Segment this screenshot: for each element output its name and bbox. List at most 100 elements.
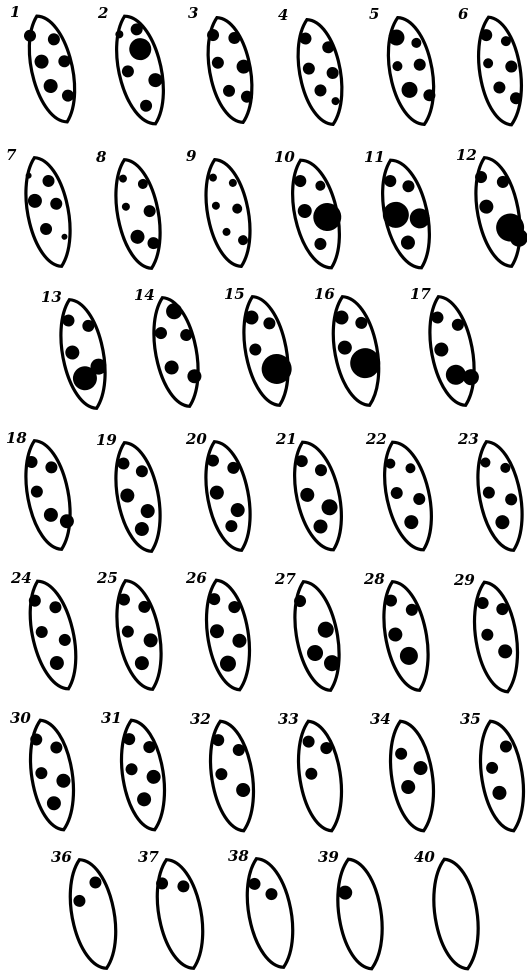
elytron-outline xyxy=(282,436,354,555)
elytron-figure-12: 12 xyxy=(456,146,527,271)
elytron-figure-19: 19 xyxy=(96,431,171,556)
figure-number: 24 xyxy=(10,569,32,587)
elytron-outline xyxy=(465,153,527,272)
elytron-figure-24: 24 xyxy=(10,569,88,694)
figure-number: 36 xyxy=(51,848,72,866)
elytron-outline xyxy=(105,155,172,274)
elytron-outline xyxy=(59,855,127,971)
elytron-figure-31: 31 xyxy=(101,709,175,834)
elytron-outline xyxy=(372,436,444,555)
figure-number: 23 xyxy=(457,430,479,448)
figure-number: 5 xyxy=(369,5,379,23)
elytron-figure-11: 11 xyxy=(364,148,443,274)
figure-number: 21 xyxy=(275,430,297,448)
elytron-figure-6: 6 xyxy=(458,5,527,129)
figure-number: 32 xyxy=(190,710,211,728)
elytron-figure-17: 17 xyxy=(410,285,485,410)
figure-number: 28 xyxy=(363,570,385,588)
elytron-outline xyxy=(195,437,262,556)
elytron-figure-2: 2 xyxy=(97,4,176,130)
elytron-outline xyxy=(373,577,440,696)
figure-number: 38 xyxy=(228,847,249,865)
elytron-outline xyxy=(106,576,173,695)
elytron-figure-35: 35 xyxy=(460,710,527,835)
figure-number: 27 xyxy=(274,570,296,588)
figure-number: 30 xyxy=(10,709,31,727)
elytron-outline xyxy=(328,855,393,971)
figure-number: 17 xyxy=(410,285,431,303)
elytron-figure-40: 40 xyxy=(414,848,488,971)
elytron-figure-27: 27 xyxy=(274,570,350,695)
figure-number: 3 xyxy=(188,4,198,22)
elytron-outline xyxy=(105,438,172,557)
elytron-outline xyxy=(419,292,486,411)
figure-number: 20 xyxy=(185,430,207,448)
elytron-outline xyxy=(200,717,263,835)
figure-number: 37 xyxy=(138,848,159,866)
elytron-figure-32: 32 xyxy=(190,710,264,835)
elytron-outline xyxy=(284,577,351,696)
elytron-outline xyxy=(287,15,353,130)
figure-number: 25 xyxy=(96,569,118,587)
elytron-figure-13: 13 xyxy=(41,288,116,413)
elytron-figure-30: 30 xyxy=(10,709,84,834)
elytron-outline xyxy=(146,855,214,971)
figure-number: 2 xyxy=(97,4,108,22)
elytron-figure-22: 22 xyxy=(365,430,444,556)
elytron-figure-8: 8 xyxy=(96,148,171,273)
elytron-outline xyxy=(20,716,83,834)
elytron-outline xyxy=(15,436,82,555)
figure-number: 11 xyxy=(364,148,385,166)
elytron-figure-33: 33 xyxy=(278,710,352,835)
elytron-figure-23: 23 xyxy=(457,430,527,555)
elytron-figure-3: 3 xyxy=(188,4,263,127)
figure-number: 9 xyxy=(186,147,197,165)
elytron-outline xyxy=(467,437,527,556)
figure-number: 35 xyxy=(460,710,481,728)
elytron-outline xyxy=(195,155,261,272)
figure-number: 8 xyxy=(96,148,107,166)
elytron-figure-18: 18 xyxy=(6,429,81,554)
elytron-figure-25: 25 xyxy=(96,569,172,694)
figure-number: 14 xyxy=(134,286,155,304)
figure-number: 31 xyxy=(101,709,122,727)
elytron-outline xyxy=(377,12,445,129)
figure-number: 7 xyxy=(6,146,17,164)
elytron-figure-26: 26 xyxy=(185,569,260,694)
figure-number: 29 xyxy=(453,571,475,589)
elytron-outline xyxy=(111,716,174,834)
figure-number: 13 xyxy=(41,288,62,306)
elytron-outline xyxy=(464,578,527,696)
figure-number: 6 xyxy=(458,5,469,23)
elytron-outline xyxy=(236,854,304,971)
figure-number: 34 xyxy=(370,710,391,728)
elytron-figure-37: 37 xyxy=(138,848,214,971)
figure-number: 15 xyxy=(224,285,245,303)
elytron-outline xyxy=(469,13,527,129)
elytron-figure-15: 15 xyxy=(224,285,300,410)
elytron-outline xyxy=(18,576,88,695)
elytron-figure-34: 34 xyxy=(370,710,444,835)
elytron-outline xyxy=(470,717,527,835)
elytron-outline xyxy=(233,292,300,411)
elytron-figure-5: 5 xyxy=(369,5,445,130)
figure-number: 22 xyxy=(365,430,387,448)
elytron-outline xyxy=(197,13,263,128)
figure-number: 10 xyxy=(274,148,295,166)
elytron-outline xyxy=(15,153,82,272)
figure-number: 4 xyxy=(278,6,288,24)
elytron-figure-29: 29 xyxy=(453,571,527,696)
elytron-figure-38: 38 xyxy=(228,847,304,971)
figure-number: 26 xyxy=(185,569,207,587)
elytron-outline xyxy=(196,576,259,694)
elytron-figure-20: 20 xyxy=(185,430,261,555)
elytron-outline xyxy=(424,855,489,971)
elytron-figure-16: 16 xyxy=(314,285,390,410)
elytron-figure-28: 28 xyxy=(363,570,439,695)
elytron-figure-4: 4 xyxy=(278,6,353,129)
elytron-figure-9: 9 xyxy=(186,147,261,271)
elytron-figure-10: 10 xyxy=(274,148,355,274)
figure-number: 16 xyxy=(314,285,335,303)
figure-number: 39 xyxy=(318,848,339,866)
